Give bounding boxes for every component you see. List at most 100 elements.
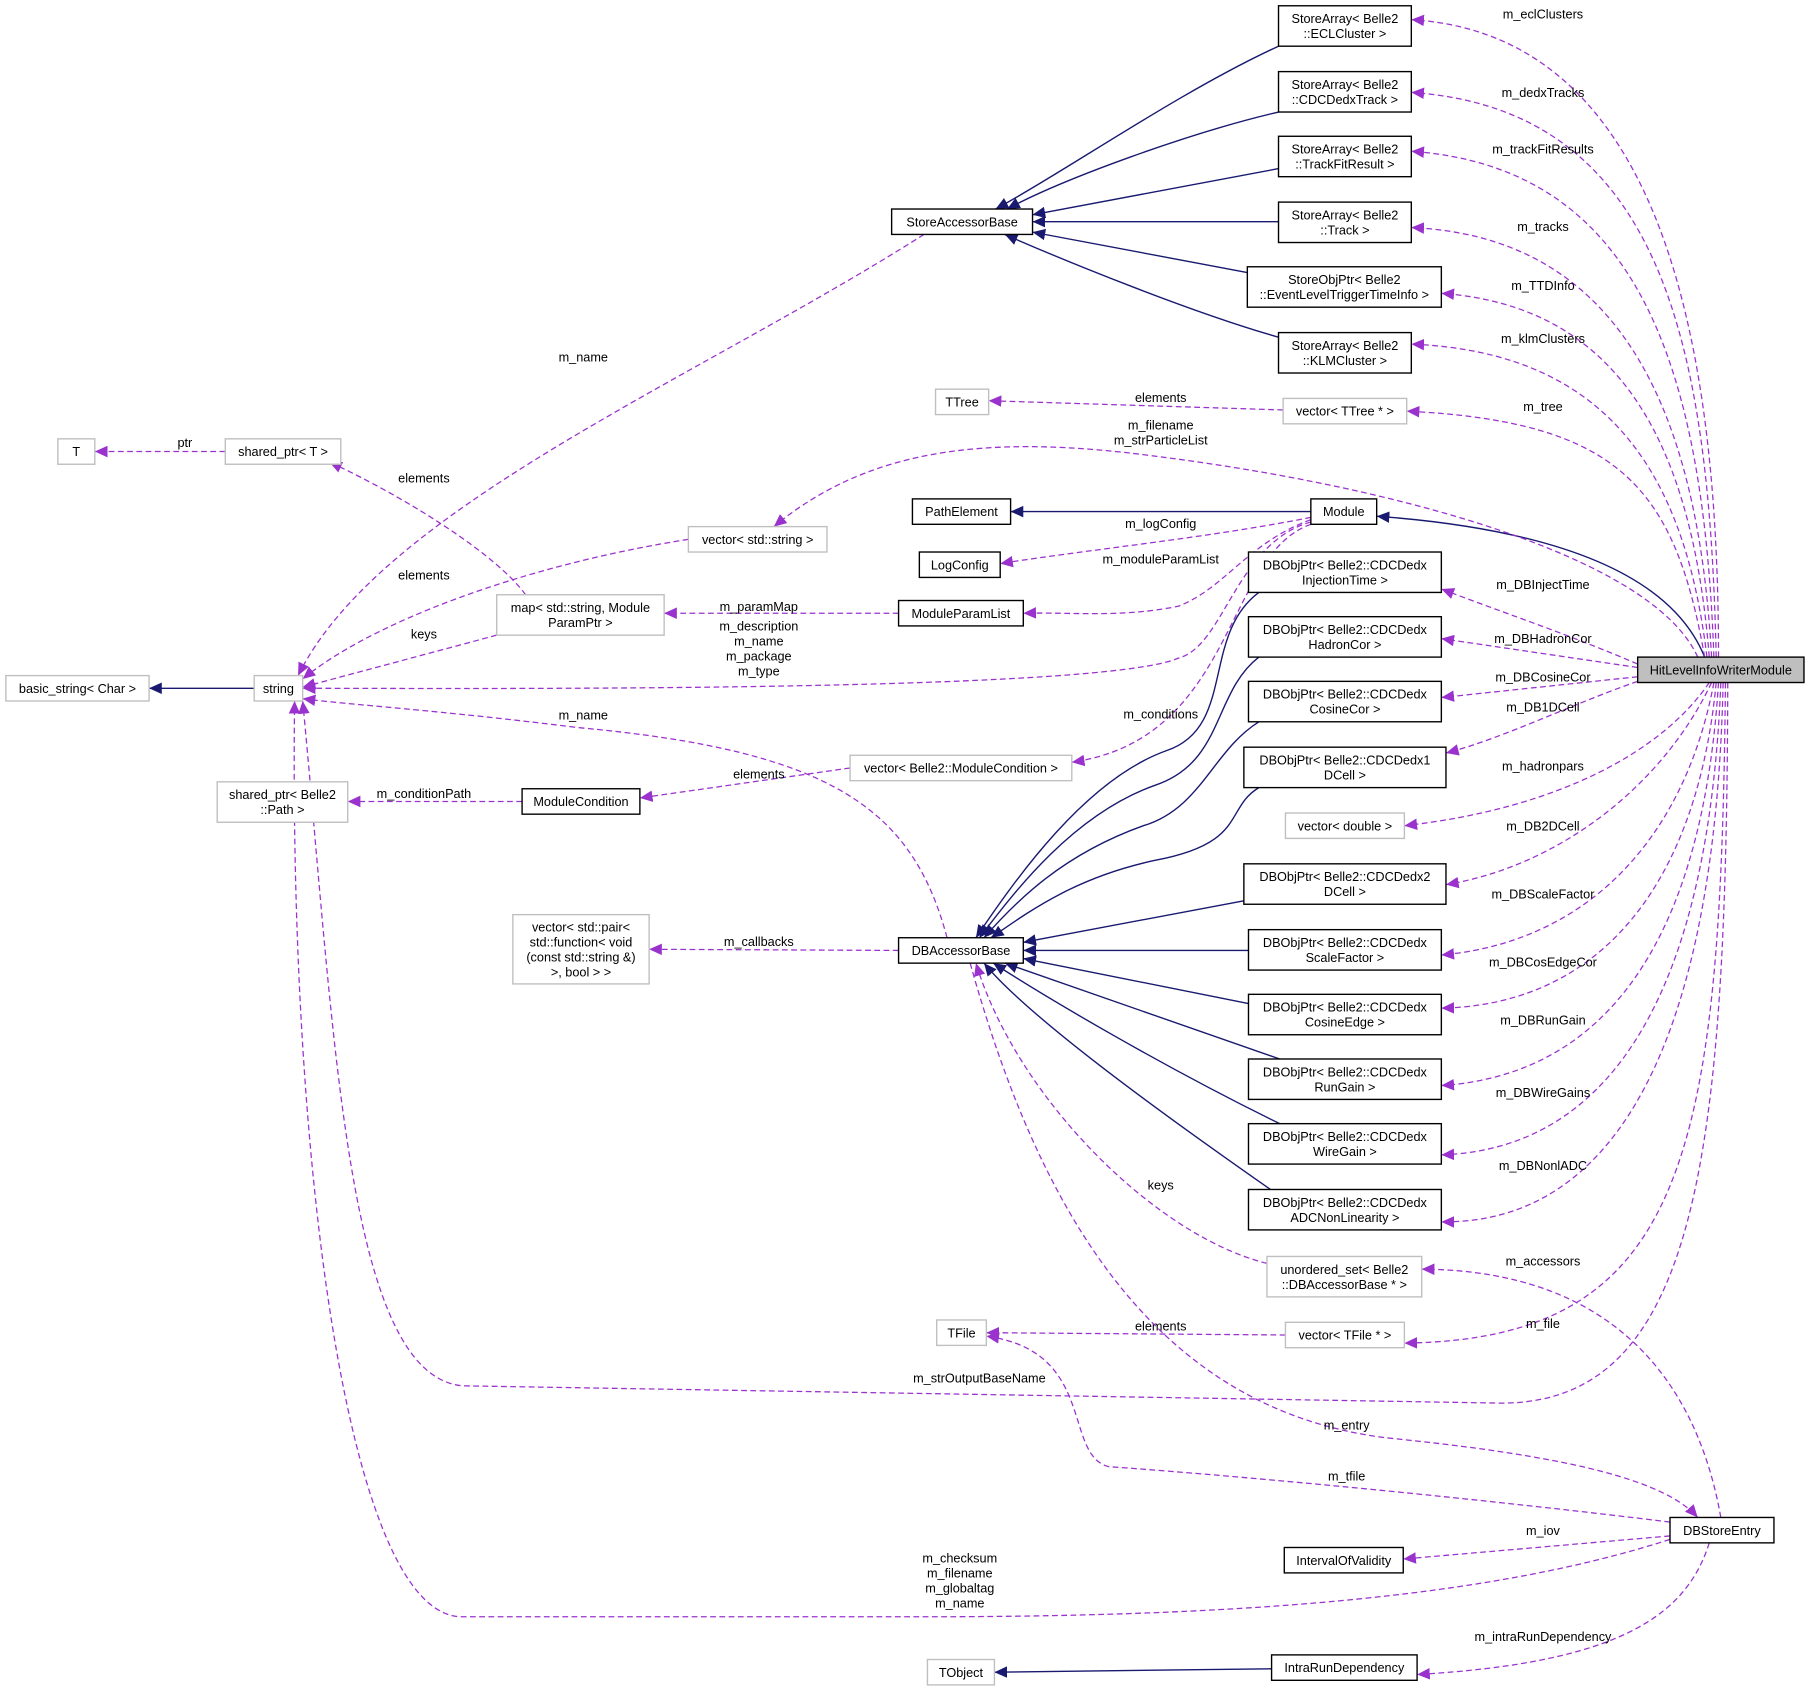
class-node-pathel[interactable]: PathElement (911, 498, 1012, 525)
class-node-sptrpath[interactable]: shared_ptr< Belle2::Path > (216, 781, 349, 823)
class-node-vdouble[interactable]: vector< double > (1284, 812, 1406, 840)
class-box[interactable] (918, 551, 1001, 579)
class-node-ecl[interactable]: StoreArray< Belle2::ECLCluster > (1277, 5, 1413, 47)
class-box[interactable] (687, 525, 828, 553)
class-node-sab[interactable]: StoreAccessorBase (890, 208, 1034, 236)
class-box[interactable] (1247, 928, 1443, 971)
class-node-uset[interactable]: unordered_set< Belle2::DBAccessorBase * … (1266, 1255, 1423, 1298)
class-node-track[interactable]: StoreArray< Belle2::Track > (1277, 201, 1413, 244)
class-box[interactable] (911, 498, 1012, 525)
class-box[interactable] (1247, 1122, 1443, 1165)
inheritance-edge (995, 45, 1279, 210)
class-box[interactable] (224, 438, 342, 465)
class-box[interactable] (890, 208, 1034, 236)
edge-label: m_DBRunGain (1500, 1013, 1585, 1027)
class-node-adc[interactable]: DBObjPtr< Belle2::CDCDedxADCNonLinearity… (1247, 1188, 1443, 1231)
class-node-tfile[interactable]: TFile (935, 1319, 988, 1347)
class-box[interactable] (934, 388, 990, 416)
class-node-vstring[interactable]: vector< std::string > (687, 525, 828, 553)
class-box[interactable] (253, 674, 304, 702)
class-box[interactable] (1284, 812, 1406, 840)
class-box[interactable] (1277, 5, 1413, 47)
class-box[interactable] (1282, 397, 1408, 425)
class-node-string[interactable]: string (253, 674, 304, 702)
class-node-hl[interactable]: HitLevelInfoWriterModule (1636, 656, 1805, 684)
class-box[interactable] (1669, 1516, 1775, 1544)
class-node-tobject[interactable]: TObject (926, 1658, 996, 1686)
class-box[interactable] (1247, 615, 1443, 658)
class-node-logconfig[interactable]: LogConfig (918, 551, 1001, 579)
class-box[interactable] (1277, 70, 1413, 113)
usage-edge (302, 538, 689, 680)
class-node-dbab[interactable]: DBAccessorBase (897, 937, 1024, 964)
class-node-basicstr[interactable]: basic_string< Char > (5, 674, 150, 702)
class-node-vpair[interactable]: vector< std::pair<std::function< void(co… (512, 913, 650, 985)
class-box[interactable] (897, 599, 1024, 627)
class-node-dbse[interactable]: DBStoreEntry (1669, 1516, 1775, 1544)
class-name: Module (1323, 505, 1365, 519)
class-node-dedxtrack[interactable]: StoreArray< Belle2::CDCDedxTrack > (1277, 70, 1413, 113)
class-node-vttree[interactable]: vector< TTree * > (1282, 397, 1408, 425)
class-box[interactable] (1247, 551, 1443, 594)
class-box[interactable] (57, 438, 96, 465)
class-box[interactable] (1247, 993, 1443, 1036)
class-box[interactable] (1247, 1188, 1443, 1231)
class-node-mpl[interactable]: ModuleParamList (897, 599, 1024, 627)
class-box[interactable] (1270, 1654, 1418, 1681)
class-node-ttdinfo[interactable]: StoreObjPtr< Belle2::EventLevelTriggerTi… (1246, 266, 1443, 308)
class-box[interactable] (1243, 746, 1447, 789)
class-node-modcond[interactable]: ModuleCondition (521, 788, 641, 815)
class-name: DBObjPtr< Belle2::CDCDedx (1263, 936, 1428, 950)
edge-label: m_accessors (1506, 1255, 1581, 1269)
class-box[interactable] (1266, 1255, 1423, 1298)
class-node-T[interactable]: T (57, 438, 96, 465)
class-box[interactable] (216, 781, 349, 823)
class-box[interactable] (495, 594, 665, 636)
class-name: string (263, 682, 294, 696)
class-node-intrarun[interactable]: IntraRunDependency (1270, 1654, 1418, 1681)
class-box[interactable] (1283, 1546, 1404, 1574)
class-box[interactable] (1277, 135, 1413, 178)
usage-edge (1441, 682, 1715, 960)
class-node-iov[interactable]: IntervalOfValidity (1283, 1546, 1404, 1574)
class-box[interactable] (1247, 680, 1443, 723)
inheritance-edge (978, 656, 1260, 939)
class-node-vmodcond[interactable]: vector< Belle2::ModuleCondition > (849, 754, 1073, 782)
class-box[interactable] (849, 754, 1073, 782)
class-box[interactable] (512, 913, 650, 985)
class-box[interactable] (935, 1319, 988, 1347)
class-name: WireGain > (1313, 1145, 1377, 1159)
class-box[interactable] (1277, 201, 1413, 244)
class-node-trackfit[interactable]: StoreArray< Belle2::TrackFitResult > (1277, 135, 1413, 178)
class-box[interactable] (897, 937, 1024, 964)
class-box[interactable] (5, 674, 150, 702)
class-box[interactable] (1284, 1321, 1406, 1349)
class-node-ttree[interactable]: TTree (934, 388, 990, 416)
class-box[interactable] (1277, 331, 1413, 374)
class-node-vtfile[interactable]: vector< TFile * > (1284, 1321, 1406, 1349)
usage-edge (1023, 519, 1312, 619)
class-node-klm[interactable]: StoreArray< Belle2::KLMCluster > (1277, 331, 1413, 374)
class-box[interactable] (1243, 863, 1447, 905)
class-name: StoreObjPtr< Belle2 (1288, 273, 1400, 287)
class-name: ModuleCondition (533, 795, 628, 809)
class-box[interactable] (926, 1658, 996, 1686)
class-box[interactable] (1247, 1058, 1443, 1101)
class-box[interactable] (1636, 656, 1805, 684)
class-box[interactable] (1310, 498, 1378, 525)
class-node-module[interactable]: Module (1310, 498, 1378, 525)
class-box[interactable] (521, 788, 641, 815)
inheritance-edge (1004, 233, 1279, 338)
class-box[interactable] (1246, 266, 1443, 308)
class-node-sptrT[interactable]: shared_ptr< T > (224, 438, 342, 465)
